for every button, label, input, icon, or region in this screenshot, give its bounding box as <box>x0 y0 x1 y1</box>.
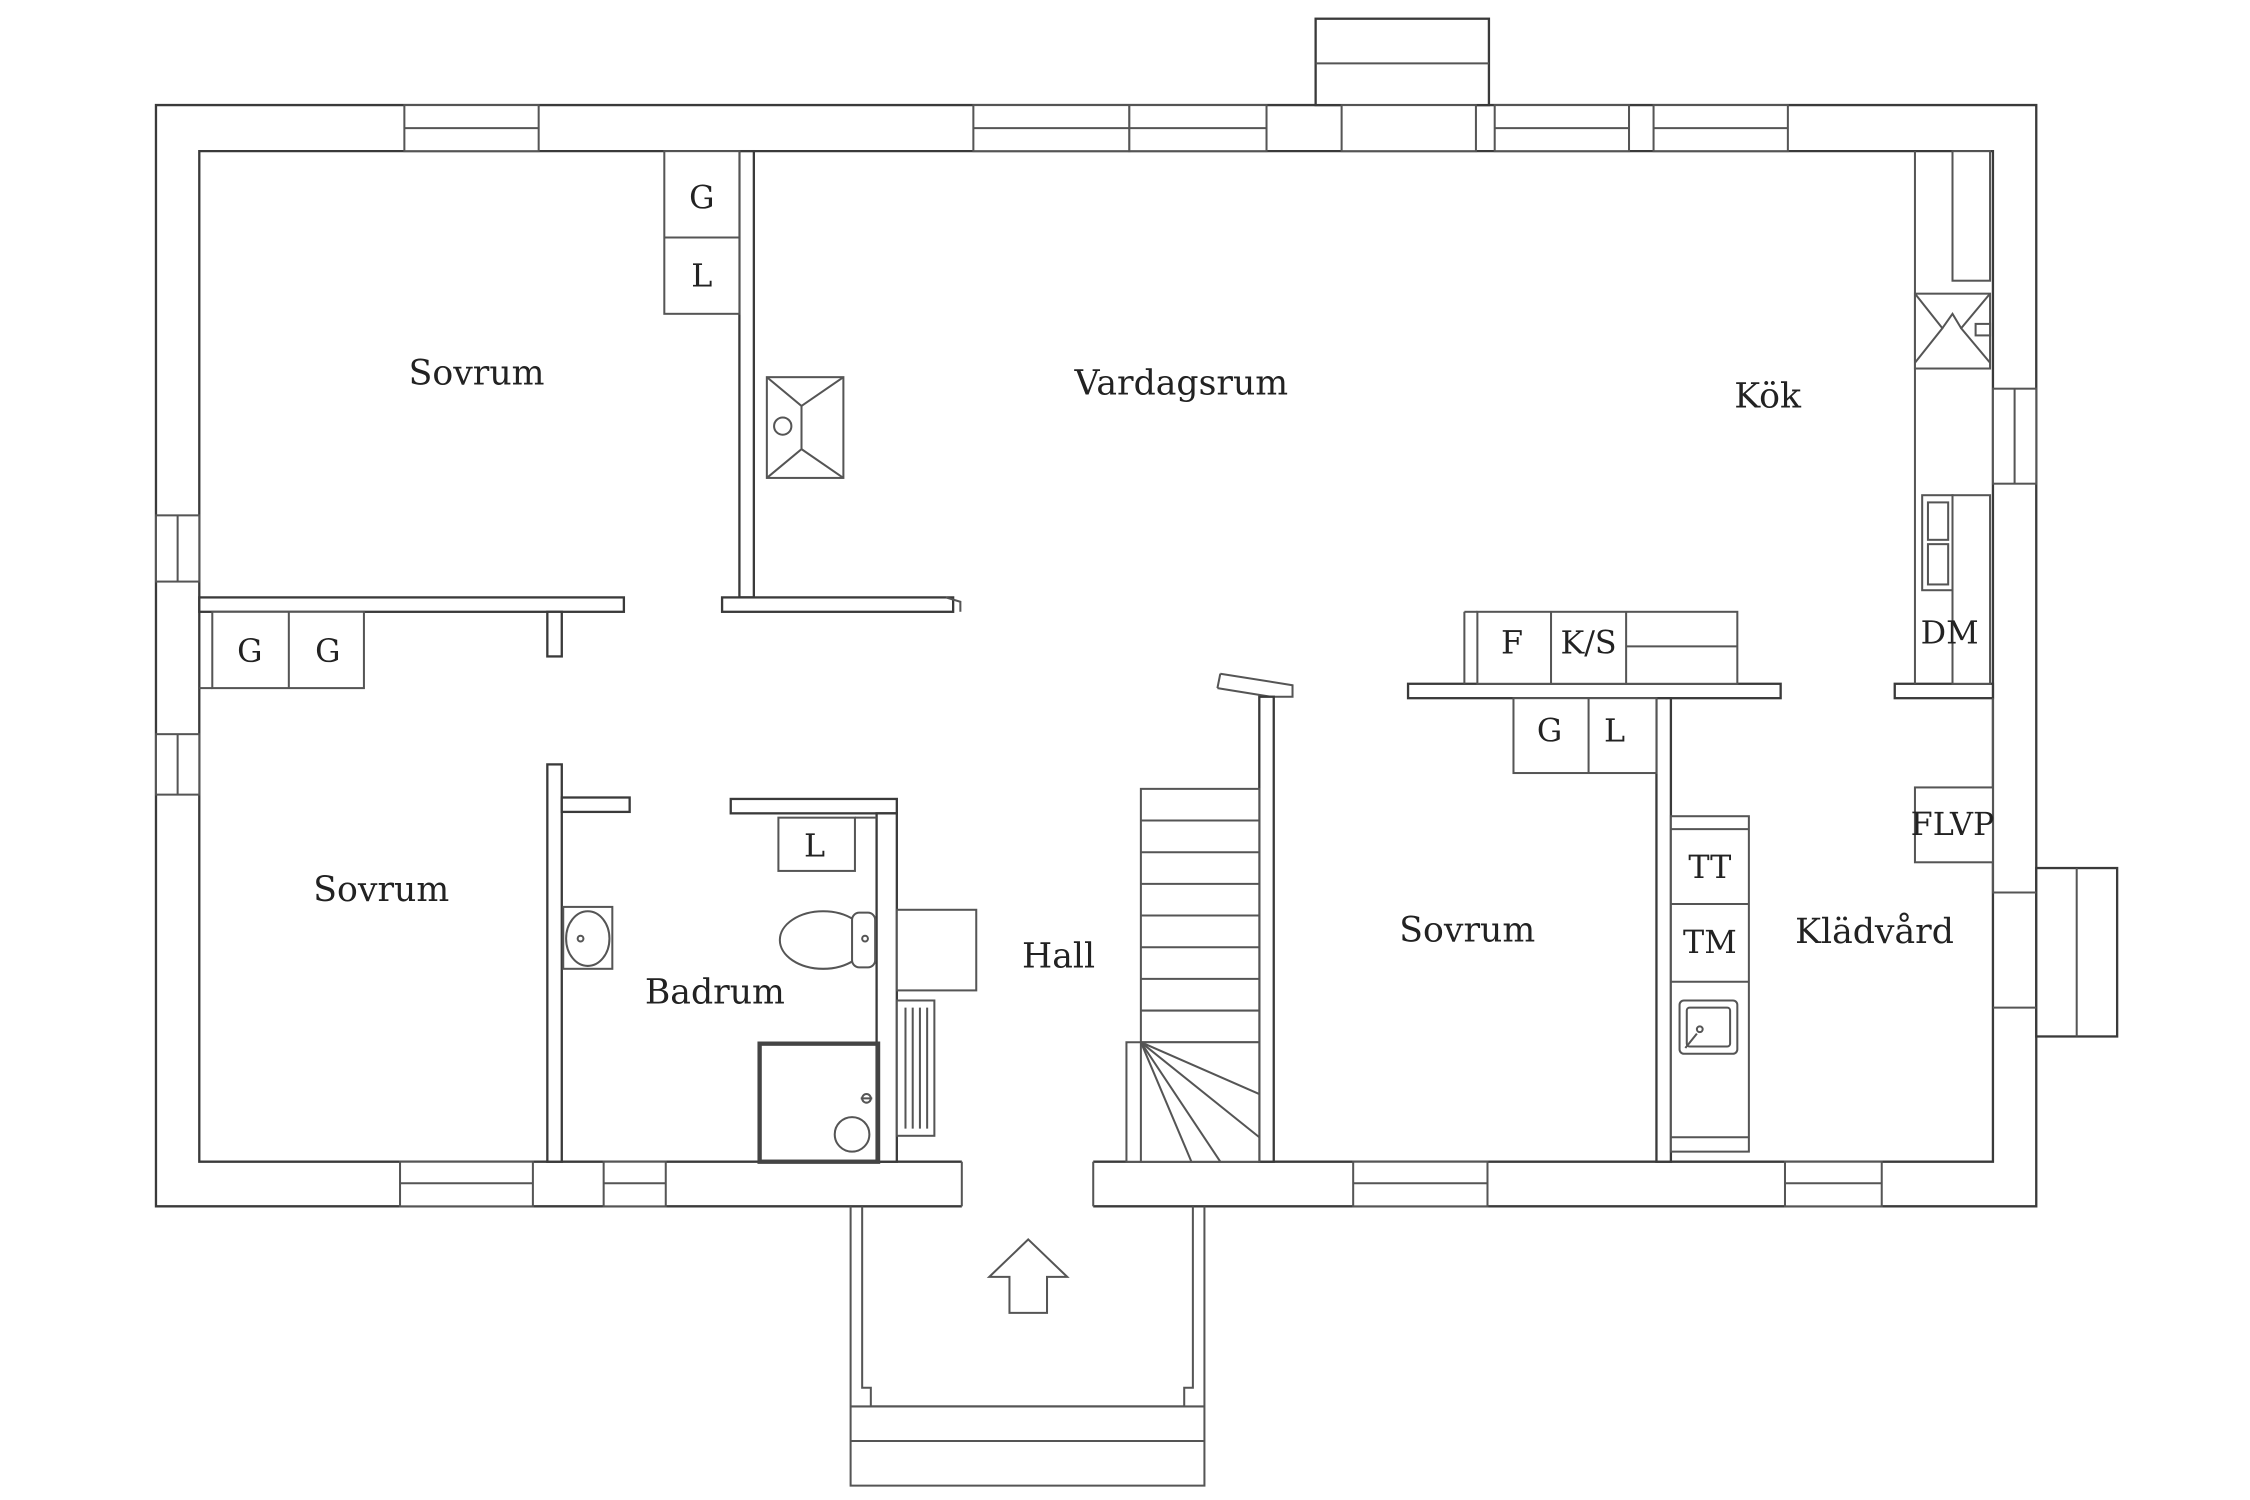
label-g-w2: G <box>315 634 340 670</box>
label-g-se: G <box>1537 713 1562 749</box>
kitchen-sink-icon <box>1921 494 1992 685</box>
stove-icon <box>1913 292 1992 370</box>
label-tm: TM <box>1683 925 1737 961</box>
fixtures <box>562 150 1994 1164</box>
fireplace-icon <box>765 376 845 479</box>
room-labels: Sovrum Vardagsrum Kök Sovrum Badrum Hall… <box>313 353 1954 1012</box>
utility-sink-icon <box>1678 999 1739 1055</box>
outer-walls <box>154 17 2119 1208</box>
label-l-nw: L <box>691 259 712 295</box>
room-label-sovrum-sw: Sovrum <box>313 870 449 910</box>
label-ks: K/S <box>1560 626 1616 662</box>
room-label-kok: Kök <box>1734 376 1802 416</box>
label-flvp: FLVP <box>1911 807 1995 843</box>
toilet-icon <box>778 910 877 970</box>
kitchen-counter <box>1913 150 1992 685</box>
room-label-hall: Hall <box>1022 936 1095 976</box>
room-label-badrum: Badrum <box>645 972 785 1012</box>
room-label-kladvard: Klädvård <box>1795 911 1954 952</box>
label-l-se: L <box>1604 713 1625 749</box>
room-label-sovrum-nw: Sovrum <box>409 353 545 393</box>
porch <box>849 1206 1206 1487</box>
room-label-vardagsrum: Vardagsrum <box>1074 363 1289 403</box>
appliance-labels: G L G G L F K/S G L DM FLVP TT TM <box>237 181 1994 961</box>
label-dm: DM <box>1921 616 1979 652</box>
label-tt: TT <box>1688 850 1731 886</box>
room-label-sovrum-se: Sovrum <box>1399 911 1535 951</box>
sink-icon <box>562 905 614 970</box>
appliance-boxes <box>199 150 1739 872</box>
label-g-w1: G <box>237 634 262 670</box>
label-g-nw: G <box>689 181 714 217</box>
entrance-arrow-icon <box>986 1238 1070 1314</box>
staircase <box>1125 787 1261 1163</box>
windows <box>154 104 2038 1208</box>
label-f: F <box>1501 626 1523 662</box>
radiator-icon <box>895 999 936 1137</box>
interior-walls <box>198 150 2037 1163</box>
shower-icon <box>757 1041 881 1164</box>
label-l-bath: L <box>804 829 825 865</box>
